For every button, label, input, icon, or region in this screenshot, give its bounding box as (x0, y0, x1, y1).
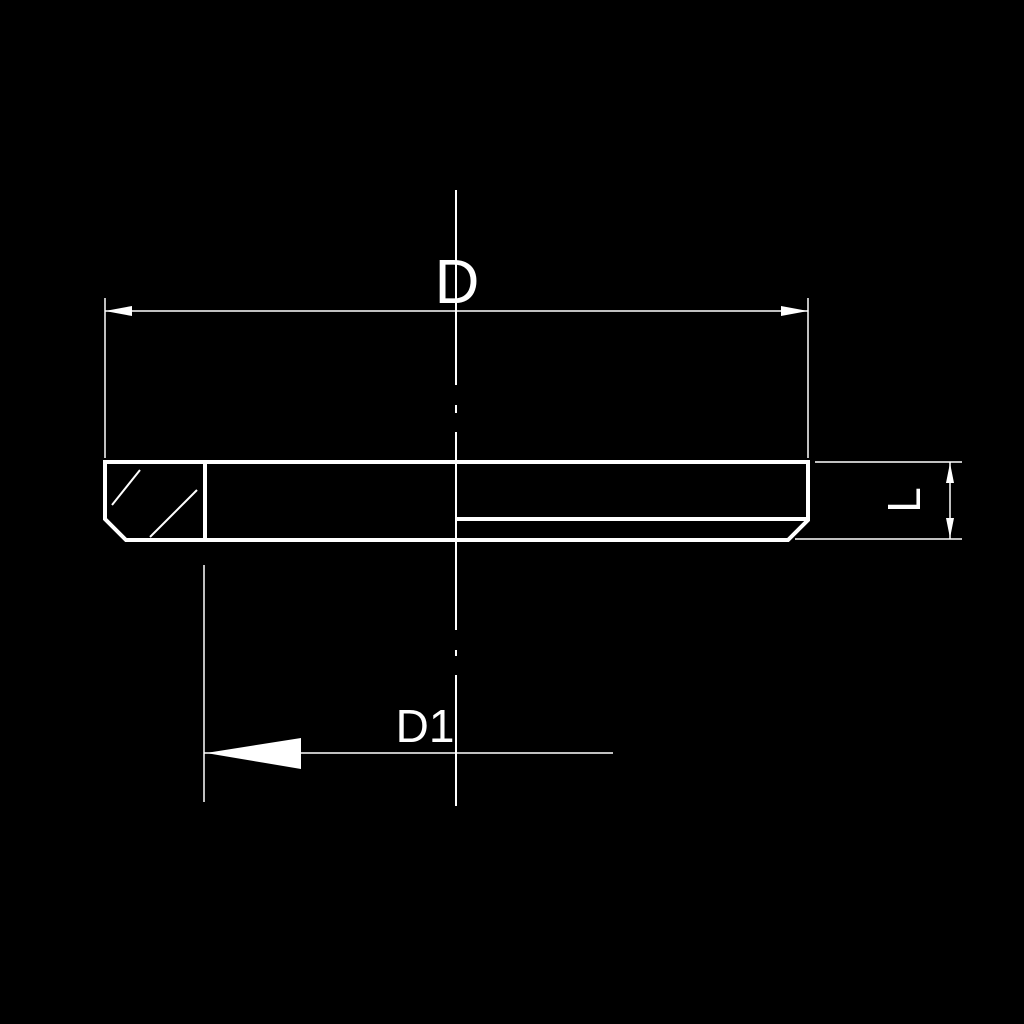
section-hatching (111, 469, 198, 538)
arrowhead-left (105, 306, 132, 316)
inner-diameter-dimension: D1 (203, 565, 613, 802)
dimension-label-l: L (878, 487, 930, 513)
outer-diameter-dimension: D (104, 248, 809, 458)
arrowhead-top (946, 463, 954, 483)
arrowhead-bottom (946, 518, 954, 538)
gasket-outline (103, 460, 810, 542)
dimension-label-d1: D1 (396, 700, 455, 752)
arrowhead-d1 (206, 738, 301, 769)
gasket-profile (103, 460, 810, 542)
thickness-dimension: L (795, 461, 962, 540)
dimension-label-d: D (435, 248, 480, 317)
arrowhead-right (781, 306, 808, 316)
